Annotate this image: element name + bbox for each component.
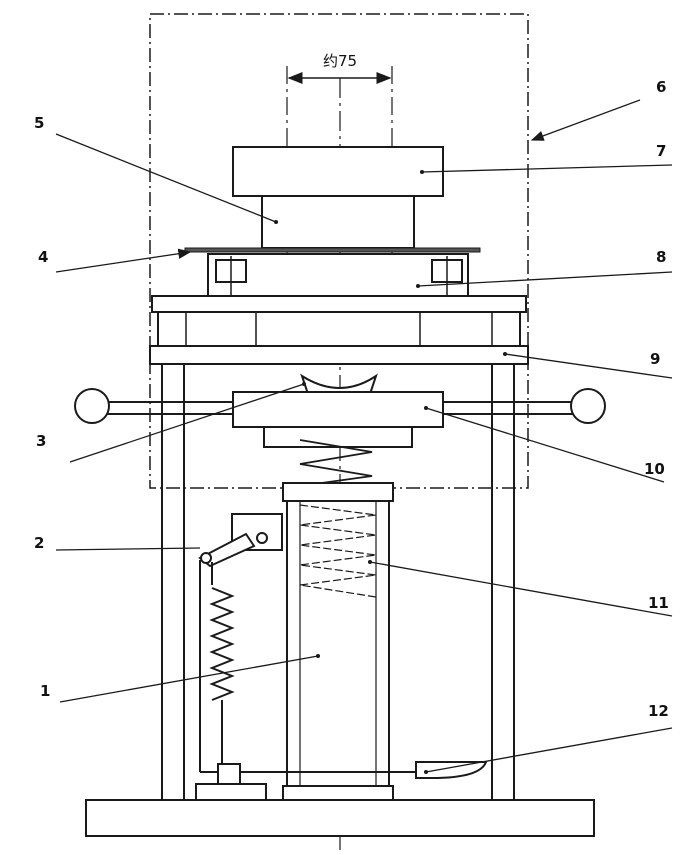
carriage-block [232, 391, 444, 428]
latch-pivot-left [200, 552, 212, 564]
leader-dot-10 [424, 406, 428, 410]
leader-dot-8 [416, 284, 420, 288]
callout-label-1: 1 [40, 682, 50, 700]
leader-1 [59, 655, 319, 703]
leader-5 [55, 133, 277, 223]
leader-11 [369, 561, 673, 617]
leader-7 [421, 164, 673, 173]
leader-4 [55, 248, 192, 273]
clamp-block [207, 253, 469, 297]
latch-spring [209, 587, 235, 701]
hinge-foot [217, 763, 241, 785]
latch-pivot-right [256, 532, 268, 544]
callout-label-5: 5 [34, 114, 44, 132]
cylinder-cap [282, 482, 394, 502]
specimen-sheet [184, 247, 481, 253]
callout-label-4: 4 [38, 248, 48, 266]
callout-label-11: 11 [648, 594, 669, 612]
callout-label-7: 7 [656, 142, 666, 160]
hinge-plate [195, 783, 267, 801]
base-plate-9 [149, 345, 529, 365]
leader-12 [425, 727, 673, 773]
leader-dot-9 [503, 352, 507, 356]
handle-knob-left [74, 388, 110, 424]
leader-dot-11 [368, 560, 372, 564]
carriage-lower-lip [263, 426, 413, 448]
leader-dot-5 [274, 220, 278, 224]
upper-plate [151, 295, 527, 313]
callout-label-2: 2 [34, 534, 44, 552]
base-plinth [85, 799, 595, 837]
trigger-blade [415, 761, 488, 779]
column-neck [261, 195, 415, 249]
cylinder-body [286, 500, 390, 787]
callout-label-10: 10 [644, 460, 665, 478]
dimension-label: 约75 [323, 52, 357, 70]
callout-label-3: 3 [36, 432, 46, 450]
leader-8 [417, 271, 673, 287]
leader-10 [425, 407, 665, 483]
callout-label-12: 12 [648, 702, 669, 720]
leader-dot-1 [316, 654, 320, 658]
leader-6 [530, 99, 641, 141]
callout-label-8: 8 [656, 248, 666, 266]
leader-dot-7 [420, 170, 424, 174]
top-weight-block [232, 146, 444, 197]
leader-dot-3 [302, 382, 306, 386]
callout-label-6: 6 [656, 78, 666, 96]
inner-spring [299, 504, 377, 598]
leader-2 [55, 547, 201, 551]
leader-9 [504, 353, 673, 379]
leader-dot-12 [424, 770, 428, 774]
mid-body [157, 311, 521, 347]
callout-label-9: 9 [650, 350, 660, 368]
handle-knob-right [570, 388, 606, 424]
upper-spring [299, 439, 373, 487]
leader-3 [69, 383, 305, 463]
